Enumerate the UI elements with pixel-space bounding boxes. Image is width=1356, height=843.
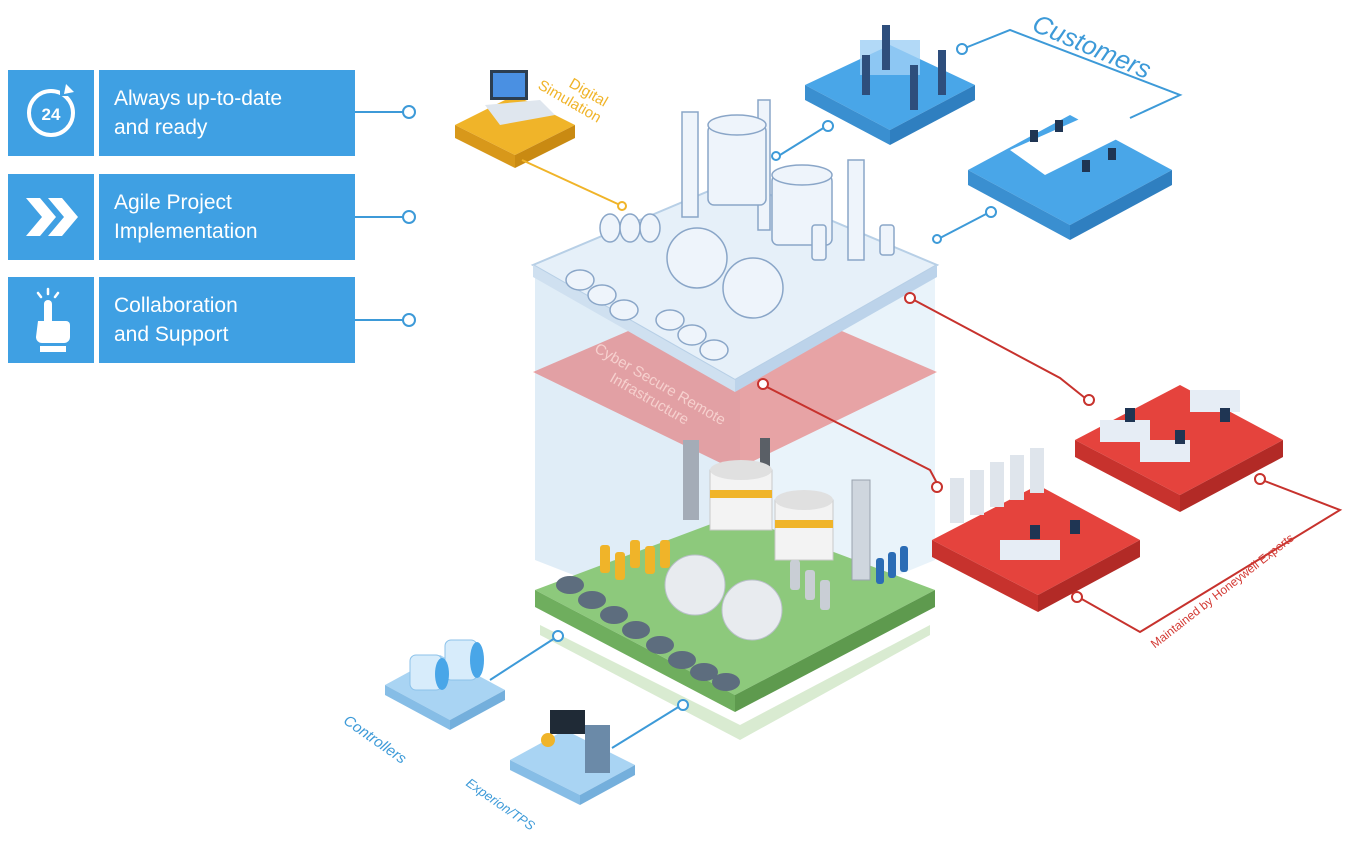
feature-line-2: and ready — [114, 116, 208, 139]
feature-line-1: Collaboration — [114, 294, 238, 317]
feature-text: Collaboration and Support — [99, 277, 355, 363]
feature-line-2: Implementation — [114, 220, 258, 243]
feature-line-2: and Support — [114, 323, 229, 346]
top-plant-equipment — [565, 99, 895, 361]
feature-line-1: Always up-to-date — [114, 87, 283, 110]
24-hour-icon: 24 — [27, 84, 75, 137]
expert-platforms — [757, 292, 1343, 634]
plant-column — [530, 178, 940, 740]
touch-hand-icon — [36, 287, 70, 352]
double-chevron-icon — [26, 198, 78, 236]
svg-text:24: 24 — [42, 105, 61, 124]
digital-simulation-platform — [455, 70, 627, 211]
feature-icon-box — [8, 174, 94, 260]
feature-connectors — [347, 105, 416, 327]
customers-platforms — [771, 25, 1183, 244]
experion-platform — [510, 699, 689, 805]
feature-text: Agile Project Implementation — [99, 174, 355, 260]
controllers-platform — [385, 630, 564, 730]
bottom-plant-equipment — [556, 438, 908, 691]
feature-text: Always up-to-date and ready — [99, 70, 355, 156]
feature-icon-box — [8, 277, 94, 363]
feature-line-1: Agile Project — [114, 191, 232, 214]
feature-icon-box: 24 — [8, 70, 94, 156]
